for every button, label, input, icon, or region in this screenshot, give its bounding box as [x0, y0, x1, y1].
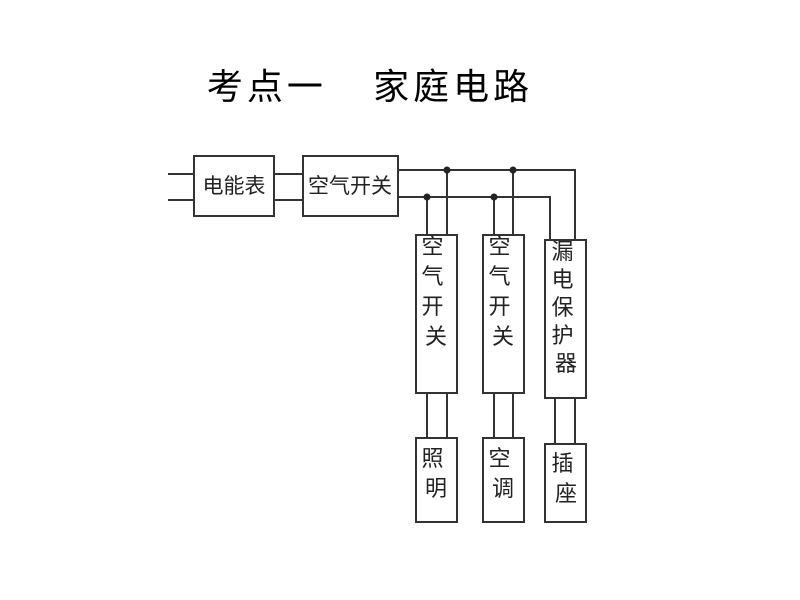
load-socket-box: [544, 443, 587, 523]
branch2-breaker-char: 气: [488, 265, 510, 290]
branch3-rcd-label: 漏 电 保 护 器: [551, 240, 580, 377]
bus-wire-lower: [398, 196, 551, 240]
branch2-breaker-box: [482, 234, 525, 394]
load-aircon-char: 空: [488, 447, 510, 472]
main-air-switch-box: [302, 155, 399, 217]
load-socket-char: 座: [555, 482, 577, 507]
bus-wire-upper: [398, 169, 576, 240]
branch2-breaker-label: 空 气 开 关: [488, 235, 517, 350]
load-aircon-label: 空 调: [488, 447, 517, 502]
branch1-breaker-label: 空 气 开 关: [421, 235, 450, 350]
branch2-breaker-char: 空: [488, 235, 510, 260]
page-title: 考点一 家庭电路: [206, 67, 534, 108]
branch3-rcd-char: 漏: [551, 240, 573, 265]
branch1-breaker-box: [415, 234, 458, 394]
energy-meter-label: 电能表: [203, 174, 266, 198]
junction-node: [490, 193, 498, 201]
load-lighting-char: 照: [421, 447, 443, 472]
load-socket-label: 插 座: [551, 452, 580, 507]
branch3-rcd-box: [544, 239, 587, 399]
branch2-breaker-char: 关: [492, 325, 514, 350]
load-lighting-box: [415, 437, 458, 523]
junction-node: [423, 193, 431, 201]
load-aircon-box: [482, 437, 525, 523]
junction-node: [443, 166, 451, 174]
load-lighting-label: 照 明: [421, 447, 450, 502]
branch3-rcd-char: 护: [551, 324, 573, 349]
energy-meter-box: [193, 155, 275, 217]
branch3-rcd-char: 保: [551, 296, 573, 321]
branch1-breaker-char: 开: [421, 295, 443, 320]
branch1-breaker-char: 关: [425, 325, 447, 350]
load-lighting-char: 明: [425, 477, 447, 502]
branch1-breaker-char: 空: [421, 235, 443, 260]
branch3-rcd-char: 电: [551, 268, 573, 293]
branch3-rcd-char: 器: [555, 352, 577, 377]
main-air-switch-label: 空气开关: [308, 174, 392, 198]
junction-node: [509, 166, 517, 174]
branch2-breaker-char: 开: [488, 295, 510, 320]
load-socket-char: 插: [551, 452, 573, 477]
branch1-breaker-char: 气: [421, 265, 443, 290]
load-aircon-char: 调: [492, 477, 514, 502]
